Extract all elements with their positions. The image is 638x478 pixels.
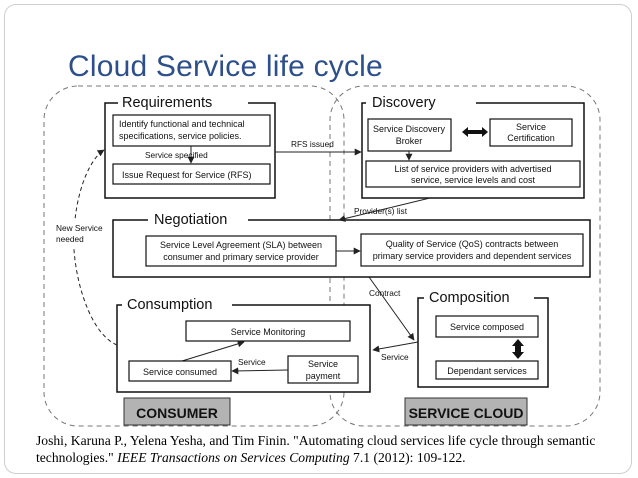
new-service-loop-arrow — [73, 149, 118, 346]
citation-journal: IEEE Transactions on Services Computing — [117, 450, 350, 465]
service-consumed-label: Service consumed — [143, 367, 217, 377]
composition-phase: Composition Service composed Dependant s… — [417, 288, 549, 388]
broker-certification-double-arrow — [462, 127, 488, 137]
service-composed-box — [435, 315, 539, 338]
certification-line2: Certification — [507, 133, 555, 143]
service-payment-line2: payment — [306, 371, 341, 381]
contract-label: Contract — [369, 288, 401, 298]
payment-to-consumed-arrow — [231, 367, 289, 375]
contract-arrow — [368, 276, 415, 341]
consumer-label-box — [123, 397, 231, 426]
provider-list-line2: service, service levels and cost — [411, 175, 536, 185]
slide-title: Cloud Service life cycle — [68, 50, 383, 83]
provider-list-box — [365, 160, 581, 188]
qos-box — [360, 233, 584, 267]
service-cloud-label-box — [404, 397, 528, 426]
consumed-to-monitoring-arrow — [181, 340, 245, 362]
identify-specifications-box — [112, 114, 271, 147]
citation: Joshi, Karuna P., Yelena Yesha, and Tim … — [36, 432, 626, 466]
service-consumed-box — [128, 360, 232, 382]
identify-specifications-line1: Identify functional and technical — [119, 119, 245, 129]
requirements-phase: Requirements Identify functional and tec… — [104, 93, 276, 199]
dependant-services-box — [435, 360, 539, 380]
qos-line1: Quality of Service (QoS) contracts betwe… — [386, 239, 559, 249]
broker-line1: Service Discovery — [373, 124, 446, 134]
consumer-label: CONSUMER — [136, 405, 218, 421]
negotiation-phase: Negotiation Service Level Agreement (SLA… — [112, 210, 591, 278]
sla-line1: Service Level Agreement (SLA) between — [160, 240, 322, 250]
consumption-service-label: Service — [238, 357, 266, 367]
citation-authors: Joshi, Karuna P., Yelena Yesha, and Tim … — [36, 433, 596, 465]
provider-list-line1: List of service providers with advertise… — [394, 164, 551, 174]
qos-line2: primary service providers and dependent … — [373, 251, 572, 261]
identify-specifications-line2: specifications, service policies. — [119, 131, 242, 141]
service-delivery-label: Service — [381, 352, 409, 362]
negotiation-title: Negotiation — [154, 212, 227, 228]
providers-list-label: Provider(s) list — [354, 206, 408, 216]
service-discovery-broker-box — [367, 118, 452, 152]
service-monitoring-label: Service Monitoring — [231, 327, 306, 337]
new-service-label-line2: needed — [56, 234, 84, 244]
requirements-title: Requirements — [122, 95, 212, 111]
service-certification-box — [489, 118, 573, 147]
new-service-label-line1: New Service — [56, 223, 103, 233]
consumption-phase: Consumption Service Monitoring Service c… — [116, 295, 371, 393]
certification-line1: Service — [516, 122, 546, 132]
discovery-title: Discovery — [372, 95, 436, 111]
issue-rfs-label: Issue Request for Service (RFS) — [122, 170, 252, 180]
sla-line2: consumer and primary service provider — [163, 252, 319, 262]
rfs-issued-label: RFS issued — [291, 139, 334, 149]
service-monitoring-box — [185, 320, 351, 342]
composed-dependant-double-arrow — [512, 339, 524, 359]
service-cloud-region — [329, 85, 601, 427]
service-payment-box — [287, 355, 359, 384]
discovery-phase: Discovery Service Discovery Broker Servi… — [361, 93, 585, 199]
service-payment-line1: Service — [308, 359, 338, 369]
broker-line2: Broker — [396, 136, 423, 146]
service-delivery-arrow — [372, 341, 419, 353]
service-specified-label: Service specified — [145, 150, 208, 160]
issue-rfs-box — [112, 163, 271, 185]
service-cloud-label: SERVICE CLOUD — [409, 405, 524, 421]
composition-title: Composition — [429, 290, 510, 306]
dependant-services-label: Dependant services — [447, 366, 527, 376]
service-composed-label: Service composed — [450, 322, 524, 332]
citation-details: 7.1 (2012): 109-122. — [349, 450, 466, 465]
providers-list-arrow — [338, 197, 431, 222]
consumption-title: Consumption — [127, 297, 212, 313]
